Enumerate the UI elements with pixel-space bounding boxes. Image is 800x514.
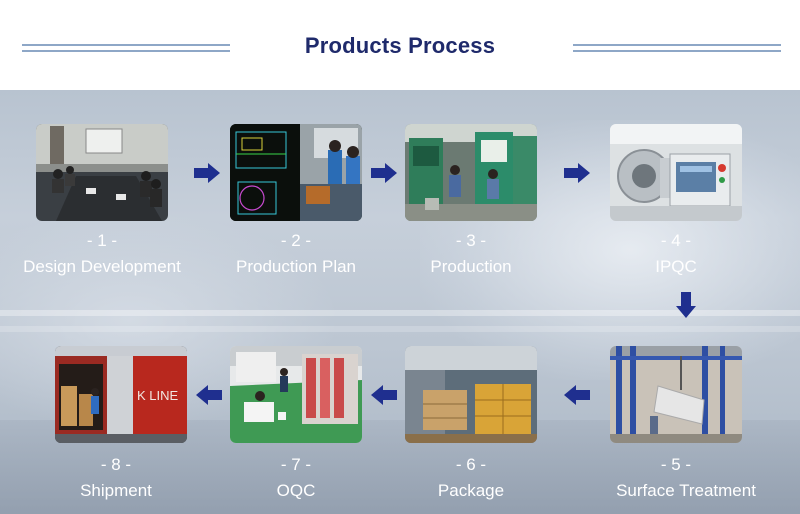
arrow-right-icon [194,163,220,183]
photo-ipqc [610,124,742,221]
step-number-6: - 6 - [455,455,487,474]
step-number-2: - 2 - [280,231,312,250]
step-number-4: - 4 - [660,231,692,250]
step-label-oqc: OQC [276,481,316,500]
step-label-surface-treatment: Surface Treatment [616,481,756,500]
step-number-3: - 3 - [455,231,487,250]
step-label-production: Production [430,257,512,276]
photo-surface-treatment [610,346,742,443]
photo-design-development [36,124,168,221]
arrow-right-icon [371,163,397,183]
step-label-ipqc: IPQC [655,257,697,276]
arrow-left-icon [371,385,397,405]
arrow-right-icon [564,163,590,183]
arrow-left-icon [196,385,222,405]
step-label-production-plan: Production Plan [235,257,357,276]
step-label-design-development: Design Development [23,257,181,276]
header: Products Process [0,0,800,90]
container-text: K LINE [137,388,179,403]
step-number-7: - 7 - [280,455,312,474]
photo-package [405,346,537,443]
step-number-1: - 1 - [86,231,118,250]
photo-shipment: K LINE [55,346,187,443]
step-label-shipment: Shipment [80,481,152,500]
arrow-left-icon [564,385,590,405]
arrow-down-icon [676,292,696,318]
page-title: Products Process [304,33,496,58]
title-decoration-left [22,44,230,52]
step-number-5: - 5 - [660,455,692,474]
photo-production-plan [230,124,362,221]
title-decoration-right [573,44,781,52]
step-label-package: Package [437,481,505,500]
photo-oqc [230,346,362,443]
step-number-8: - 8 - [100,455,132,474]
photo-production [405,124,537,221]
